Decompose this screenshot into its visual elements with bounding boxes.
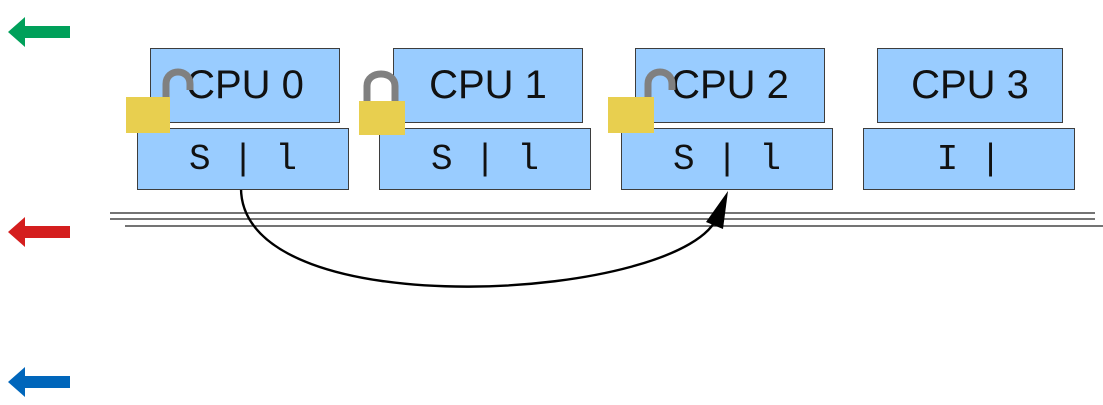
cpu-0-state-box: S | l xyxy=(137,128,349,190)
blue-left-arrow-icon xyxy=(8,367,70,397)
cpu-3-label-box: CPU 3 xyxy=(877,48,1063,123)
cpu-3-state-box: I | xyxy=(863,128,1075,190)
red-left-arrow-icon xyxy=(8,217,70,247)
green-left-arrow-icon xyxy=(8,17,70,47)
cpu-1-state-box: S | l xyxy=(379,128,591,190)
open-lock-icon xyxy=(126,68,194,133)
cpu-0-label-box: CPU 0 xyxy=(150,48,340,123)
migration-curve xyxy=(239,187,720,288)
migration-arrowhead-icon xyxy=(706,191,728,229)
cpu-2-label-box: CPU 2 xyxy=(635,48,825,123)
open-lock-icon xyxy=(608,68,676,133)
closed-lock-icon xyxy=(359,70,405,135)
cpu-2-state-box: S | l xyxy=(621,128,833,190)
cpu-1-label-box: CPU 1 xyxy=(393,48,583,123)
